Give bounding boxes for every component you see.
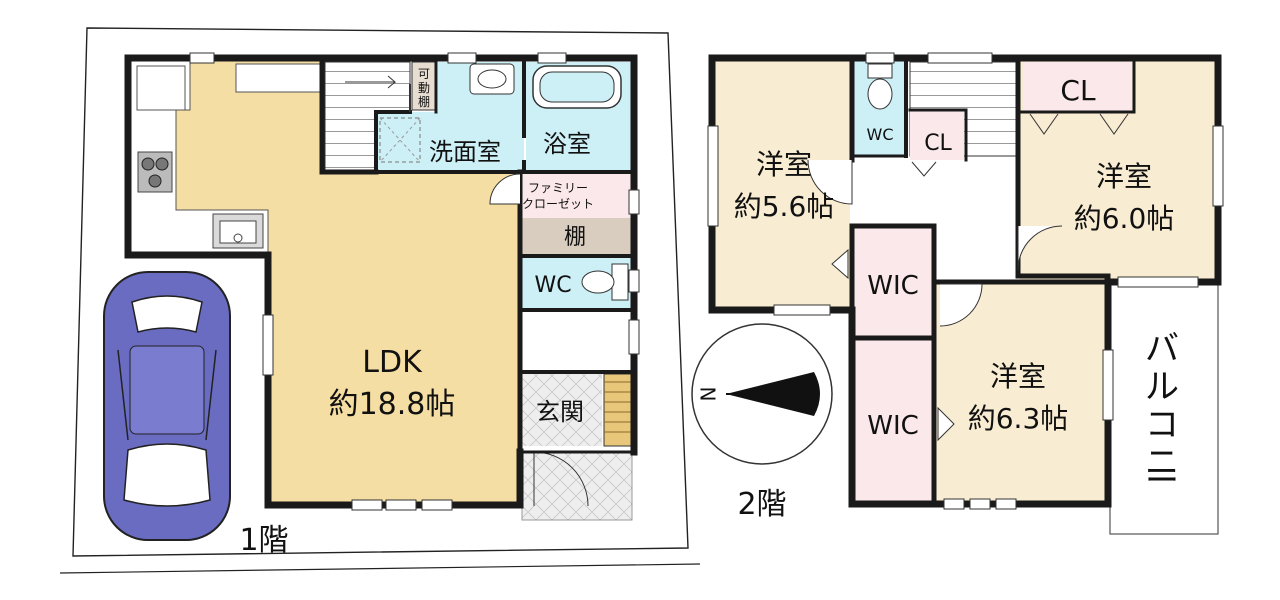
movable-shelf-char-2: 動 <box>418 81 430 95</box>
family-closet-label-2: クローゼット <box>522 197 594 211</box>
wic-upper-label: WIC <box>867 271 919 301</box>
toilet-2f-icon <box>867 63 893 110</box>
bathroom-label: 浴室 <box>543 130 591 158</box>
toilet-icon <box>581 263 629 301</box>
shelf-label: 棚 <box>564 225 586 250</box>
door-swing-west <box>807 159 853 205</box>
family-closet-label-1: ファミリー <box>528 181 588 195</box>
wc-2f-label: WC <box>867 125 894 144</box>
entrance-label: 玄関 <box>536 398 584 426</box>
family-closet-floor <box>522 174 632 218</box>
floor2-label: 2階 <box>737 487 786 522</box>
windows-2f <box>707 52 1224 510</box>
ldk-size: 約18.8帖 <box>329 387 456 422</box>
cl-small-label: CL <box>924 131 952 156</box>
hall-1f <box>522 312 632 372</box>
washroom-floor <box>376 112 524 172</box>
floor2-plan <box>707 52 1224 535</box>
door-swing-south <box>939 283 983 327</box>
fridge <box>136 65 186 111</box>
east-room-size: 約6.0帖 <box>1074 202 1175 235</box>
road-line <box>59 563 701 574</box>
stove-icon <box>137 151 173 193</box>
shoe-storage <box>603 373 633 447</box>
wic-lower-label: WIC <box>867 411 919 441</box>
ldk-name: LDK <box>362 345 423 380</box>
west-room-size: 約5.6帖 <box>734 190 835 223</box>
south-room-size: 約6.3帖 <box>968 402 1069 435</box>
closet-door-swing <box>489 173 521 205</box>
balcony-char-1: バ <box>1145 329 1179 369</box>
movable-shelf-char-3: 棚 <box>418 94 430 109</box>
kitchen-sink-icon <box>212 213 264 249</box>
balcony-char-2: ル <box>1145 367 1179 407</box>
site-boundary <box>72 27 689 557</box>
upper-cabinet <box>235 63 321 93</box>
east-room-name: 洋室 <box>1096 160 1152 193</box>
windows-1f <box>189 52 640 511</box>
movable-shelf-char-1: 可 <box>418 67 430 81</box>
entrance-floor <box>522 374 602 446</box>
cl-small-floor <box>910 110 964 160</box>
wc-1f-label: WC <box>534 273 571 298</box>
porch <box>521 451 633 521</box>
balcony-char-5: ー <box>1145 461 1179 501</box>
west-room-name: 洋室 <box>756 148 812 181</box>
wash-basin-icon <box>469 63 515 95</box>
balcony-area <box>1109 281 1219 535</box>
washroom-label: 洗面室 <box>429 138 501 166</box>
bathtub-icon <box>532 65 622 109</box>
compass-north-label: N <box>696 387 720 402</box>
shelf-floor <box>522 218 632 254</box>
hall-2f <box>854 160 1020 226</box>
balcony-char-4: ニ <box>1145 443 1179 483</box>
south-room-floor <box>936 284 1106 502</box>
ldk-floor <box>130 60 520 505</box>
car-icon <box>103 271 231 541</box>
wic-upper-floor <box>854 228 932 336</box>
wic-lower-floor <box>854 340 932 502</box>
south-room-name: 洋室 <box>990 360 1046 393</box>
compass-icon: N <box>691 323 833 465</box>
stairs-arrow <box>345 75 397 89</box>
balcony-char-3: コ <box>1145 405 1179 445</box>
floor1-label: 1階 <box>239 523 288 558</box>
cl-large-label: CL <box>1060 74 1096 107</box>
floor1-plan <box>103 52 640 541</box>
door-swing-east <box>1017 225 1063 271</box>
cl-large-floor <box>1024 62 1132 112</box>
